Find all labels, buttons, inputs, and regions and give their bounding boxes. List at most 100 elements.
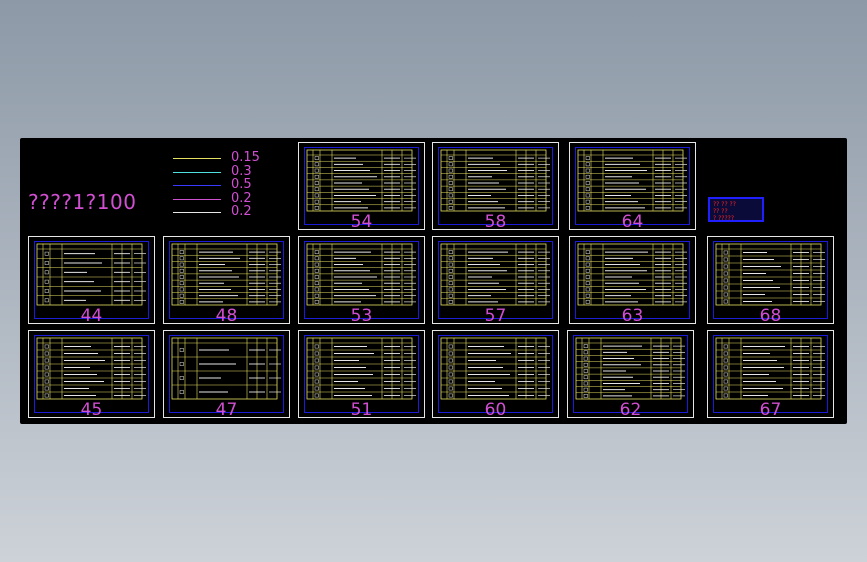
drawing-sheet-68[interactable]: 68 bbox=[707, 236, 834, 326]
drawing-sheet-54[interactable]: 54 bbox=[298, 142, 425, 232]
lineweight-swatch bbox=[173, 185, 221, 186]
symbol-glyph bbox=[448, 256, 453, 261]
stamp-line: ?? ?? ?? bbox=[713, 201, 736, 208]
drawing-sheet-48[interactable]: 48 bbox=[163, 236, 290, 326]
symbol-glyph bbox=[723, 299, 728, 304]
sheet-border bbox=[304, 241, 419, 319]
symbol-glyph bbox=[179, 250, 184, 254]
symbol-glyph bbox=[583, 375, 588, 380]
symbol-glyph bbox=[585, 162, 590, 167]
symbol-glyph bbox=[585, 187, 590, 192]
symbol-glyph bbox=[179, 256, 184, 261]
lineweight-legend-row: 0.15 bbox=[173, 150, 283, 165]
symbol-glyph bbox=[448, 206, 453, 210]
symbol-glyph bbox=[314, 250, 319, 254]
sheet-table bbox=[171, 337, 281, 400]
drawing-sheet-51[interactable]: 51 bbox=[298, 330, 425, 420]
sheet-table bbox=[36, 243, 146, 306]
table-outline bbox=[577, 243, 684, 306]
drawing-sheet-53[interactable]: 53 bbox=[298, 236, 425, 326]
symbol-glyph bbox=[314, 156, 319, 160]
symbol-glyph bbox=[314, 393, 319, 398]
symbol-glyph bbox=[585, 262, 590, 267]
symbol-glyph bbox=[583, 350, 588, 355]
symbol-glyph bbox=[314, 162, 319, 167]
symbol-glyph bbox=[448, 268, 453, 273]
sheet-number: 47 bbox=[215, 400, 238, 420]
table-outline bbox=[715, 337, 822, 400]
symbol-glyph bbox=[314, 386, 319, 391]
symbol-glyph bbox=[448, 393, 453, 398]
sheet-table bbox=[715, 337, 825, 400]
table-outline bbox=[577, 149, 684, 212]
symbol-glyph bbox=[314, 275, 319, 279]
lineweight-swatch bbox=[173, 199, 221, 200]
drawing-sheet-62[interactable]: 62 bbox=[567, 330, 694, 420]
symbol-glyph bbox=[723, 264, 728, 269]
symbol-glyph bbox=[314, 300, 319, 304]
drawing-sheet-58[interactable]: 58 bbox=[432, 142, 559, 232]
symbol-glyph bbox=[314, 206, 319, 210]
sheet-border bbox=[438, 241, 553, 319]
sheet-border bbox=[573, 335, 688, 413]
sheet-table bbox=[715, 243, 825, 306]
stamp-line: ?? ?? bbox=[713, 208, 728, 215]
symbol-glyph bbox=[314, 358, 319, 363]
sheet-number: 62 bbox=[619, 400, 642, 420]
symbol-glyph bbox=[585, 250, 590, 254]
sheet-table bbox=[306, 149, 416, 212]
lineweight-swatch bbox=[173, 158, 221, 159]
symbol-glyph bbox=[314, 372, 319, 377]
sheet-border bbox=[575, 147, 690, 225]
symbol-glyph bbox=[448, 365, 453, 370]
sheet-border bbox=[713, 241, 828, 319]
symbol-glyph bbox=[44, 251, 49, 256]
symbol-glyph bbox=[314, 365, 319, 370]
symbol-glyph bbox=[314, 281, 319, 286]
symbol-glyph bbox=[723, 358, 728, 363]
drawing-sheet-64[interactable]: 64 bbox=[569, 142, 696, 232]
symbol-glyph bbox=[585, 199, 590, 204]
table-outline bbox=[440, 243, 547, 306]
symbol-glyph bbox=[583, 369, 588, 373]
symbol-glyph bbox=[314, 256, 319, 261]
sheet-border bbox=[438, 147, 553, 225]
symbol-glyph bbox=[583, 394, 588, 398]
symbol-glyph bbox=[44, 289, 49, 293]
sheet-table bbox=[577, 243, 687, 306]
cad-drawing-canvas[interactable]: ????1?100 0.15 0.3 0.5 0.2 0.2 54 58 64 … bbox=[20, 138, 847, 424]
symbol-glyph bbox=[448, 193, 453, 198]
drawing-sheet-47[interactable]: 47 bbox=[163, 330, 290, 420]
symbol-glyph bbox=[44, 351, 49, 356]
drawing-sheet-45[interactable]: 45 bbox=[28, 330, 155, 420]
symbol-glyph bbox=[44, 261, 49, 265]
symbol-glyph bbox=[44, 279, 49, 284]
symbol-glyph bbox=[723, 344, 728, 349]
sheet-border bbox=[34, 335, 149, 413]
drawing-sheet-63[interactable]: 63 bbox=[569, 236, 696, 326]
symbol-glyph bbox=[448, 379, 453, 384]
table-outline bbox=[306, 337, 413, 400]
lineweight-legend-row: 0.3 bbox=[173, 164, 283, 179]
drawing-sheet-67[interactable]: 67 bbox=[707, 330, 834, 420]
symbol-glyph bbox=[44, 379, 49, 384]
lineweight-label: 0.15 bbox=[231, 150, 260, 165]
symbol-glyph bbox=[585, 174, 590, 179]
symbol-glyph bbox=[723, 292, 728, 297]
sheet-table bbox=[440, 337, 550, 400]
symbol-glyph bbox=[179, 376, 184, 380]
sheet-border bbox=[575, 241, 690, 319]
symbol-glyph bbox=[314, 268, 319, 273]
drawing-sheet-44[interactable]: 44 bbox=[28, 236, 155, 326]
symbol-glyph bbox=[179, 262, 184, 267]
drawing-sheet-57[interactable]: 57 bbox=[432, 236, 559, 326]
symbol-glyph bbox=[179, 281, 184, 286]
drawing-sheet-60[interactable]: 60 bbox=[432, 330, 559, 420]
sheet-table bbox=[575, 337, 685, 400]
symbol-glyph bbox=[314, 193, 319, 198]
table-outline bbox=[171, 243, 278, 306]
symbol-glyph bbox=[585, 206, 590, 210]
lineweight-swatch bbox=[173, 212, 221, 213]
symbol-glyph bbox=[314, 199, 319, 204]
symbol-glyph bbox=[583, 387, 588, 392]
